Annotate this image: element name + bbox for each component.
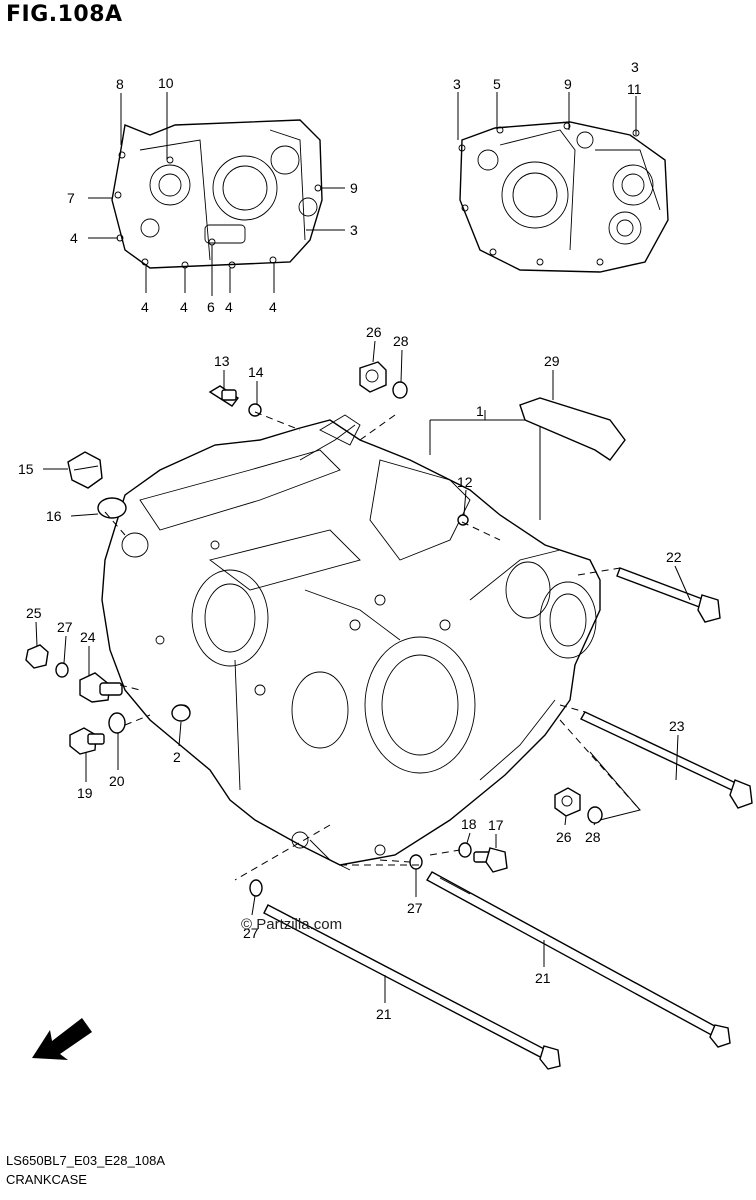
callout-4: 4 [269,299,277,315]
part-29-cover [519,397,626,461]
callout-13: 13 [214,353,230,369]
figure-title: FIG.108A [6,2,123,27]
callout-22: 22 [666,549,682,565]
callout-1: 1 [476,403,484,419]
callout-4: 4 [225,299,233,315]
callout-8: 8 [116,76,124,92]
part-28-washer-upper [392,381,408,399]
part-19-bolt [69,727,105,755]
callout-9: 9 [564,76,572,92]
part-15-plug [67,451,103,489]
part-26-nut-upper [359,361,387,393]
callout-27: 27 [243,925,259,941]
part-27-washer-left [55,662,69,678]
part-20-washer [108,712,126,734]
part-27-washer-bottom [249,879,263,897]
fwd-arrow-icon [32,1018,92,1060]
callout-27: 27 [407,900,423,916]
callout-23: 23 [669,718,685,734]
part-12-washer [457,514,469,526]
callout-3: 3 [453,76,461,92]
callout-26: 26 [366,324,382,340]
callout-9: 9 [350,180,358,196]
callout-26: 26 [556,829,572,845]
callout-21: 21 [535,970,551,986]
callout-19: 19 [77,785,93,801]
callout-labels: 1 2 3 3 3 4 4 4 4 4 5 6 7 8 9 9 10 11 12… [18,59,685,1022]
callout-3: 3 [350,222,358,238]
callout-15: 15 [18,461,34,477]
callout-7: 7 [67,190,75,206]
part-2-dowel [171,704,191,722]
right-case-half-inset [458,121,669,273]
diagram-code: LS650BL7_E03_E28_108A [6,1153,166,1168]
callout-29: 29 [544,353,560,369]
callout-11: 11 [627,81,642,97]
callout-5: 5 [493,76,501,92]
callout-16: 16 [46,508,62,524]
left-case-half-inset [111,119,323,269]
callout-2: 2 [173,749,181,765]
part-27-washer-center [409,854,423,870]
callout-27: 27 [57,619,73,635]
phantom-lines [104,411,641,881]
diagram-name: CRANKCASE [6,1172,87,1187]
callout-3: 3 [631,59,639,75]
callout-4: 4 [141,299,149,315]
part-21-bolt-right [426,871,731,1048]
part-13-sensor [208,385,240,407]
callout-25: 25 [26,605,42,621]
callout-17: 17 [488,817,504,833]
leader-lines [35,92,691,1003]
part-16-o-ring [97,497,127,519]
crankcase-assembly [101,414,601,871]
watermark: © Partzilla.com [241,916,343,933]
callout-14: 14 [248,364,264,380]
callout-4: 4 [70,230,78,246]
part-24-plug [79,672,123,703]
callout-24: 24 [80,629,96,645]
callout-21: 21 [376,1006,392,1022]
part-23-bolt [580,711,753,809]
callout-20: 20 [109,773,125,789]
callout-12: 12 [457,474,473,490]
callout-28: 28 [585,829,601,845]
part-17-bolt [473,847,508,873]
callout-4: 4 [180,299,188,315]
part-21-bolt-left [263,904,561,1070]
part-26-nut-lower [554,787,581,817]
callout-6: 6 [207,299,215,315]
callout-18: 18 [461,816,477,832]
part-28-washer-lower [587,806,603,824]
callout-10: 10 [158,75,174,91]
part-18-washer [458,842,472,858]
callout-28: 28 [393,333,409,349]
part-22-bolt [616,567,721,623]
part-25-nut [25,644,49,669]
